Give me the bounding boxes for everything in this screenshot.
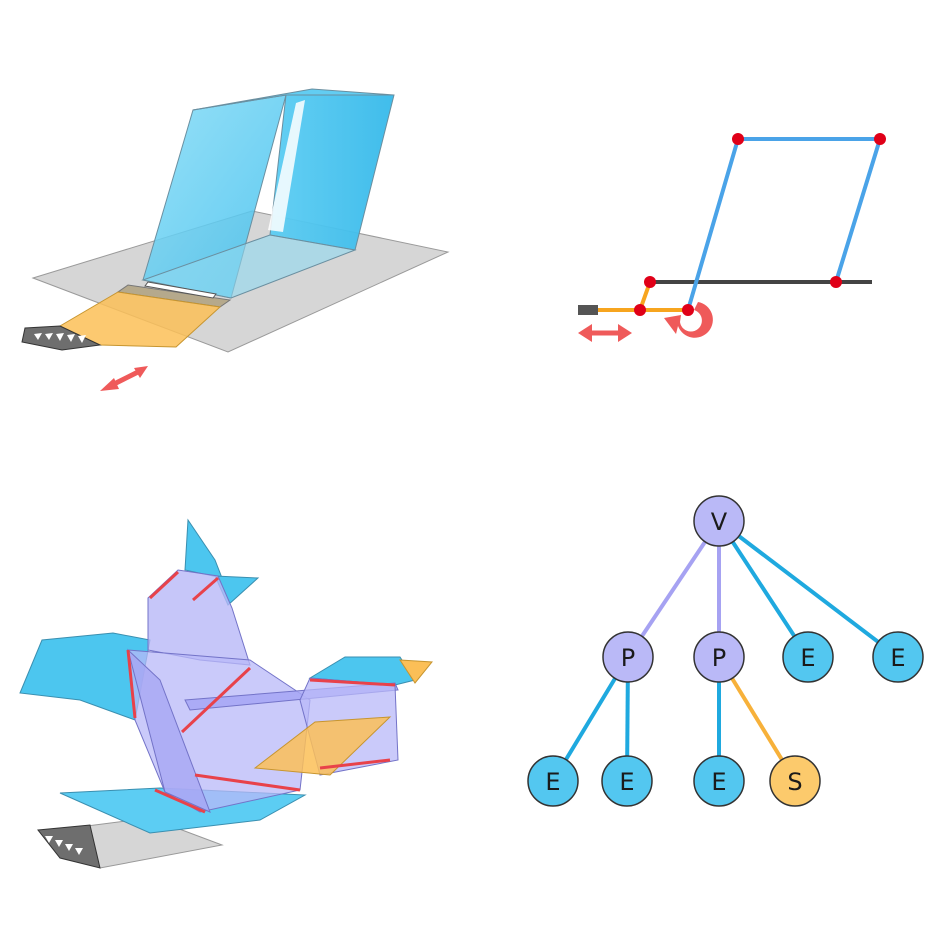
tree-node-circle (782, 631, 834, 683)
panel-linkage (578, 133, 886, 342)
tree-node-circle (527, 755, 579, 807)
tree-node-circle (872, 631, 924, 683)
tree-node-circle (693, 755, 745, 807)
tree-node-p2: P (693, 631, 745, 683)
joint (732, 133, 744, 145)
tree-node-circle (693, 631, 745, 683)
tree-node-label: P (621, 644, 635, 672)
tree-node-label: P (712, 644, 726, 672)
tree-node-label: E (711, 768, 726, 796)
panel-complex-fold (19, 518, 433, 869)
slider-block (578, 305, 598, 315)
tree-node-e2: E (872, 631, 924, 683)
joint-markers (634, 133, 886, 316)
tree-node-circle (602, 631, 654, 683)
tree-node-e1: E (782, 631, 834, 683)
tree-edge-v-e1 (717, 519, 810, 659)
tree-node-label: S (787, 768, 802, 796)
blue-fin-top (184, 518, 223, 579)
tab-triangles (34, 333, 86, 343)
joint (634, 304, 646, 316)
fold-window (268, 100, 305, 232)
tree-edge-v-e2 (717, 519, 900, 659)
purple-fin-front (127, 648, 211, 813)
tree-node-e4: E (601, 755, 653, 807)
purple-body-back (147, 569, 251, 666)
tree-node-s1: S (769, 755, 821, 807)
tree-node-label: E (800, 644, 815, 672)
double-arrow-icon (100, 366, 148, 391)
rotate-arrow-icon (664, 302, 713, 338)
tree-node-circle (769, 755, 821, 807)
joint (682, 304, 694, 316)
tree-node-label: E (545, 768, 560, 796)
panel-fold-mechanism (21, 88, 450, 391)
tree-nodes: V P P E E E E E S (527, 495, 924, 807)
tree-node-p1: P (602, 631, 654, 683)
linkage-blue (686, 137, 883, 311)
tree-node-v: V (693, 495, 745, 547)
joint (644, 276, 656, 288)
tree-node-circle (693, 495, 745, 547)
tree-node-label: E (890, 644, 905, 672)
tree-node-circle (601, 755, 653, 807)
hinge-slot (144, 281, 217, 299)
joint (874, 133, 886, 145)
tree-node-label: V (711, 508, 728, 536)
hinge-lines (126, 570, 396, 814)
tab-triangles (45, 836, 83, 855)
orange-tip (399, 659, 433, 684)
tree-edge-v-p1 (626, 519, 721, 659)
double-arrow-icon (578, 324, 632, 342)
tree-node-label: E (619, 768, 634, 796)
tree-node-e3: E (527, 755, 579, 807)
joint (830, 276, 842, 288)
tree-node-e5: E (693, 755, 745, 807)
panel-tree-graph: V P P E E E E E S (527, 495, 924, 807)
orange-panel (253, 716, 392, 776)
